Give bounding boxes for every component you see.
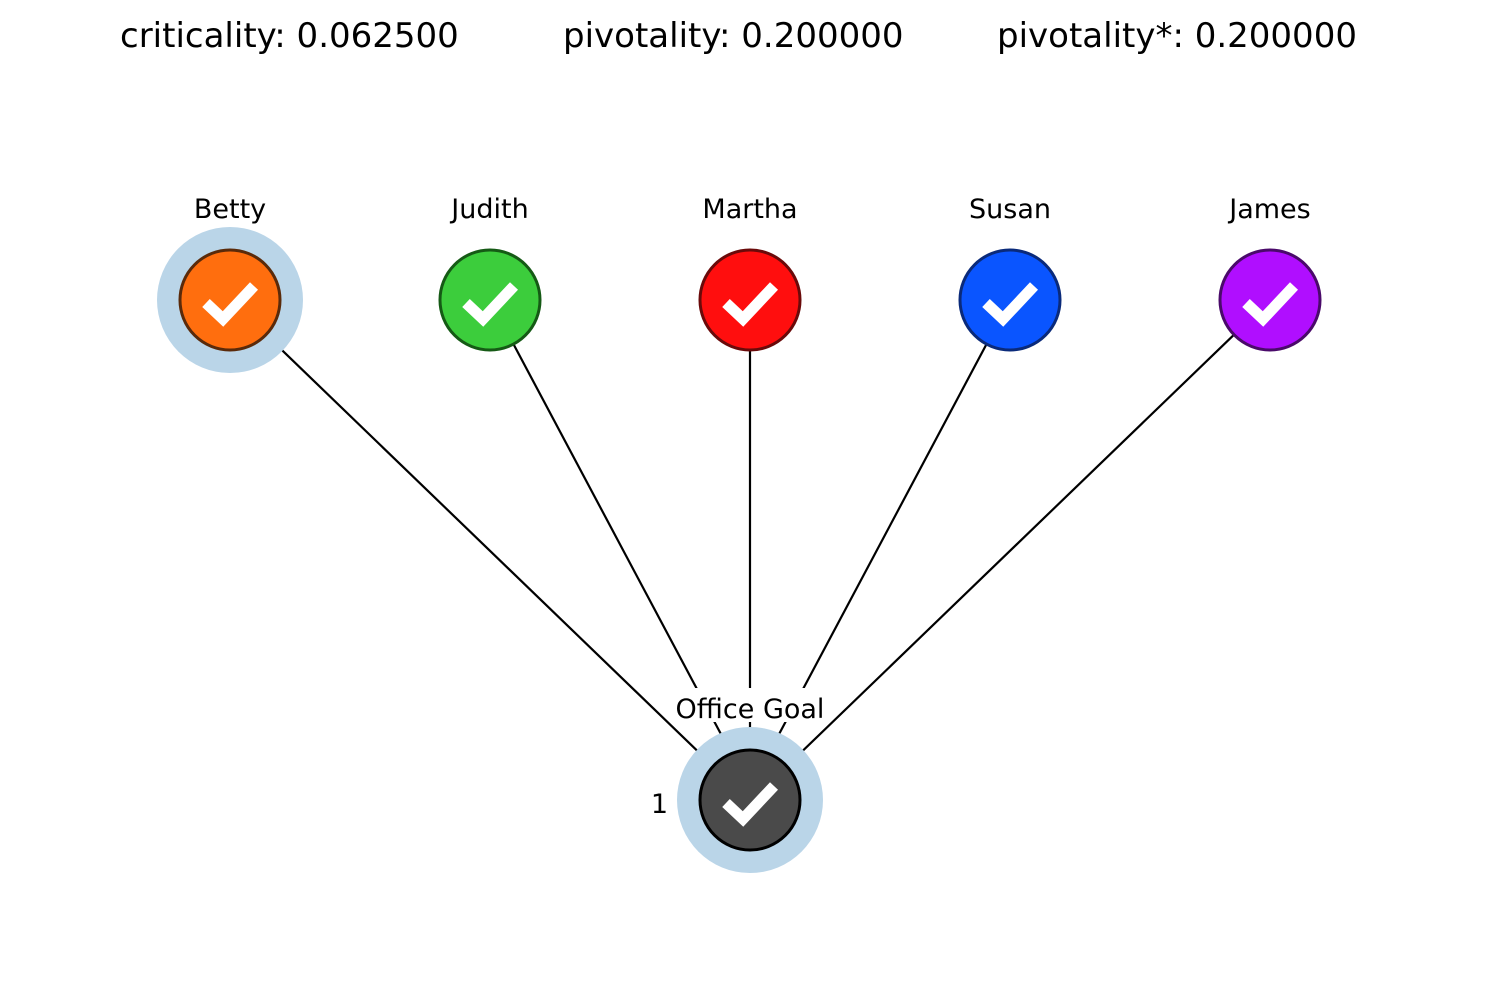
check-icon xyxy=(722,782,779,827)
agent-node-james: James xyxy=(1218,194,1322,352)
agent-label: Martha xyxy=(702,194,797,225)
edge-james-to-goal xyxy=(787,333,1235,766)
agent-node-martha: Martha xyxy=(698,194,802,352)
agent-circle xyxy=(958,248,1062,352)
edge-susan-to-goal xyxy=(768,343,988,754)
agent-node-judith: Judith xyxy=(438,194,542,352)
agent-label: James xyxy=(1227,194,1311,225)
agents-layer: Betty Judith Martha Susan James xyxy=(157,194,1322,373)
check-icon xyxy=(982,282,1039,327)
goal-threshold-label: 1 xyxy=(651,789,668,820)
goal-node xyxy=(698,748,802,852)
agent-circle xyxy=(438,248,542,352)
pivotality-star-metric: pivotality*: 0.200000 xyxy=(997,16,1357,56)
check-icon xyxy=(1242,282,1299,327)
check-icon xyxy=(722,282,779,327)
agent-node-susan: Susan xyxy=(958,194,1062,352)
goal-label: Office Goal xyxy=(676,694,825,725)
agent-label: Susan xyxy=(969,194,1051,225)
edge-judith-to-goal xyxy=(512,343,732,754)
agent-circle xyxy=(1218,248,1322,352)
criticality-metric: criticality: 0.062500 xyxy=(120,16,459,56)
pivotality-metric: pivotality: 0.200000 xyxy=(563,16,903,56)
agent-circle xyxy=(178,248,282,352)
edge-betty-to-goal xyxy=(265,333,713,766)
goal-label-background xyxy=(672,688,828,722)
goal-node-group: Office Goal 1 xyxy=(651,688,828,873)
agent-label: Betty xyxy=(194,194,266,225)
agent-circle xyxy=(698,248,802,352)
check-icon xyxy=(462,282,519,327)
agent-node-betty: Betty xyxy=(157,194,303,373)
check-icon xyxy=(202,282,259,327)
agent-label: Judith xyxy=(449,194,528,225)
edges-layer xyxy=(265,333,1235,766)
